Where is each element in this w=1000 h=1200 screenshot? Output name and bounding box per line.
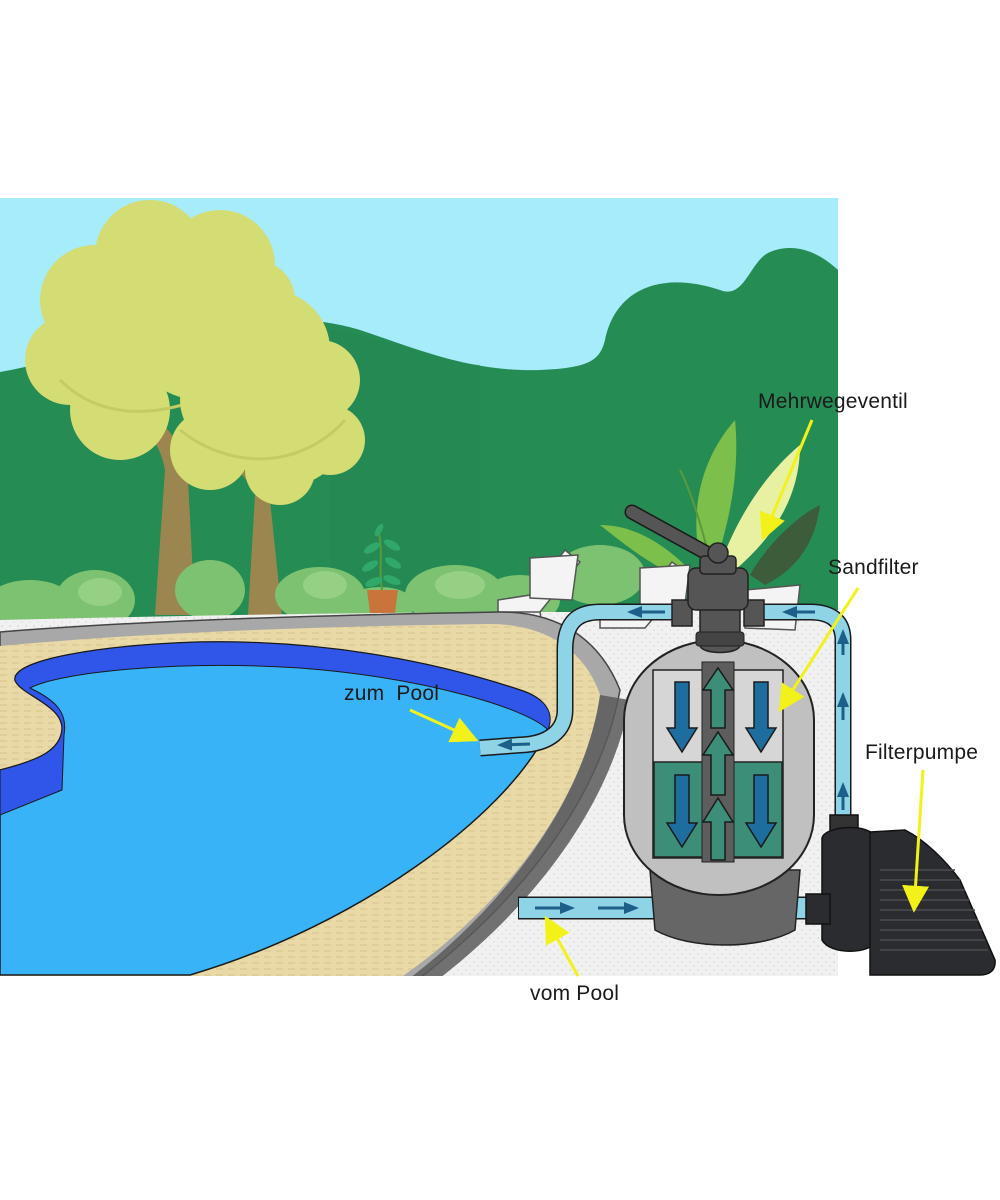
callout-sandfilter [778, 587, 860, 713]
callout-mehrwegeventil [759, 419, 814, 541]
plant-pot-icon [361, 523, 402, 620]
flow-arrow-icon [701, 666, 735, 861]
tree-icon [25, 200, 295, 615]
sand-filter-icon [623, 639, 815, 946]
pool-wall [0, 641, 551, 816]
multiport-valve-icon [624, 504, 765, 654]
label-filterpumpe: Filterpumpe [865, 741, 979, 764]
label-sandfilter: Sandfilter [828, 556, 919, 579]
callout-zum-pool [409, 708, 479, 743]
tree-icon [170, 290, 365, 615]
label-vom-pool: vom Pool [530, 982, 620, 1005]
callout-filterpumpe [902, 769, 930, 913]
flow-arrow-icon [665, 681, 778, 849]
callout-arrows [409, 419, 930, 977]
label-mehrwegeventil: Mehrwegeventil [758, 390, 908, 413]
label-zum-pool: zum Pool [344, 682, 440, 705]
callout-vom-pool [544, 915, 580, 977]
